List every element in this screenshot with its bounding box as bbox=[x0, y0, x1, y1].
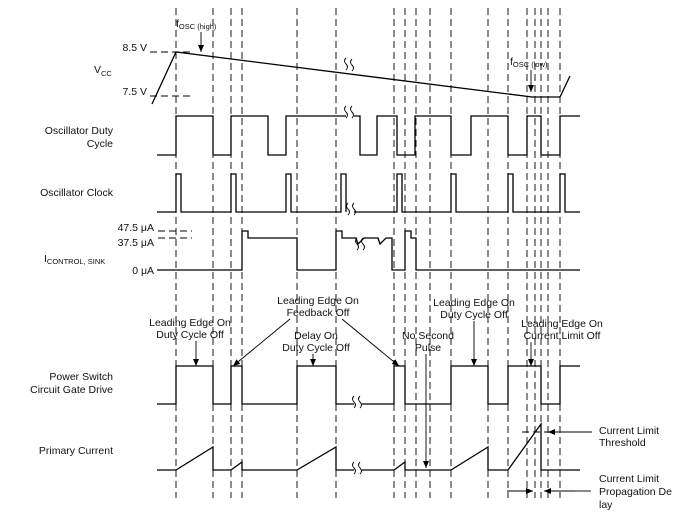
ann-leading-edge-feedback-line2: Feedback Off bbox=[287, 307, 350, 319]
gate-drive-signal: Power Switch Circuit Gate Drive bbox=[30, 365, 580, 409]
gate-label-line2: Circuit Gate Drive bbox=[30, 384, 113, 396]
timing-guides bbox=[175, 8, 561, 498]
current-limit-prop-line1: Current Limit bbox=[599, 473, 659, 485]
current-waveform-b bbox=[362, 421, 580, 471]
ann-delay-duty-line2: Duty Cycle Off bbox=[282, 342, 350, 354]
gate-label-line1: Power Switch bbox=[49, 371, 113, 383]
current-label: Primary Current bbox=[39, 445, 113, 457]
icontrol-level-0: 0 μA bbox=[132, 265, 154, 277]
ann-leading-edge-duty-2-line2: Duty Cycle Off bbox=[440, 309, 508, 321]
vcc-level-high: 8.5 V bbox=[122, 42, 147, 54]
current-limit-threshold-line2: Threshold bbox=[599, 437, 646, 449]
primary-current-signal: Primary Current Current Limit Threshold bbox=[39, 421, 659, 475]
vcc-label: VCC bbox=[94, 64, 112, 78]
clock-waveform-a bbox=[157, 173, 347, 213]
vcc-waveform bbox=[151, 51, 571, 105]
ann-leading-edge-current-line2: Current Limit Off bbox=[524, 330, 601, 342]
ann-arrow bbox=[341, 318, 400, 367]
ann-leading-edge-duty-2-line1: Leading Edge On bbox=[433, 297, 515, 309]
icontrol-label: ICONTROL, SINK bbox=[44, 253, 105, 266]
ann-delay-duty-line1: Delay On bbox=[294, 330, 338, 342]
ann-leading-edge-current-line1: Leading Edge On bbox=[521, 318, 603, 330]
current-limit-threshold-line1: Current Limit bbox=[599, 425, 659, 437]
break-mark bbox=[346, 202, 356, 216]
ann-leading-edge-duty-1-line2: Duty Cycle Off bbox=[156, 329, 224, 341]
vcc-signal: VCC 8.5 V 7.5 V fOSC (high) fOSC (low) bbox=[94, 18, 571, 105]
icontrol-level-47-5: 47.5 μA bbox=[118, 222, 154, 234]
duty-waveform-b bbox=[354, 115, 580, 156]
duty-label-line1: Oscillator Duty bbox=[45, 125, 114, 137]
clock-waveform-b bbox=[354, 173, 580, 213]
clock-signal: Oscillator Clock bbox=[40, 173, 580, 216]
break-mark bbox=[344, 57, 354, 72]
ann-leading-edge-feedback-line1: Leading Edge On bbox=[277, 295, 359, 307]
icontrol-level-37-5: 37.5 μA bbox=[118, 237, 154, 249]
current-limit-prop-line2: Propagation De bbox=[599, 486, 672, 498]
duty-label-line2: Cycle bbox=[87, 138, 113, 150]
gate-waveform-b bbox=[362, 365, 580, 405]
ann-no-second-line1: No Second bbox=[402, 330, 454, 342]
duty-waveform-a bbox=[157, 115, 346, 156]
break-mark bbox=[352, 461, 362, 475]
icontrol-signal: ICONTROL, SINK 47.5 μA 37.5 μA 0 μA bbox=[44, 222, 580, 277]
icontrol-waveform bbox=[157, 230, 580, 271]
clock-label: Oscillator Clock bbox=[40, 187, 114, 199]
annotations-upper: Leading Edge On Duty Cycle Off Leading E… bbox=[149, 295, 603, 468]
break-mark bbox=[344, 105, 354, 119]
vcc-level-low: 7.5 V bbox=[122, 86, 147, 98]
current-waveform-a bbox=[157, 445, 354, 471]
current-limit-prop-line3: lay bbox=[599, 499, 613, 511]
gate-waveform-a bbox=[157, 365, 354, 405]
ann-no-second-line2: Pulse bbox=[415, 342, 441, 354]
fosc-high-label: fOSC (high) bbox=[176, 18, 217, 31]
fosc-low-label: fOSC (low) bbox=[510, 56, 548, 69]
propagation-delay: Current Limit Propagation De lay bbox=[507, 473, 672, 511]
duty-cycle-signal: Oscillator Duty Cycle bbox=[45, 105, 580, 156]
ann-arrow bbox=[232, 318, 291, 367]
break-mark bbox=[355, 237, 365, 251]
ann-leading-edge-duty-1-line1: Leading Edge On bbox=[149, 317, 231, 329]
break-mark bbox=[352, 395, 362, 409]
